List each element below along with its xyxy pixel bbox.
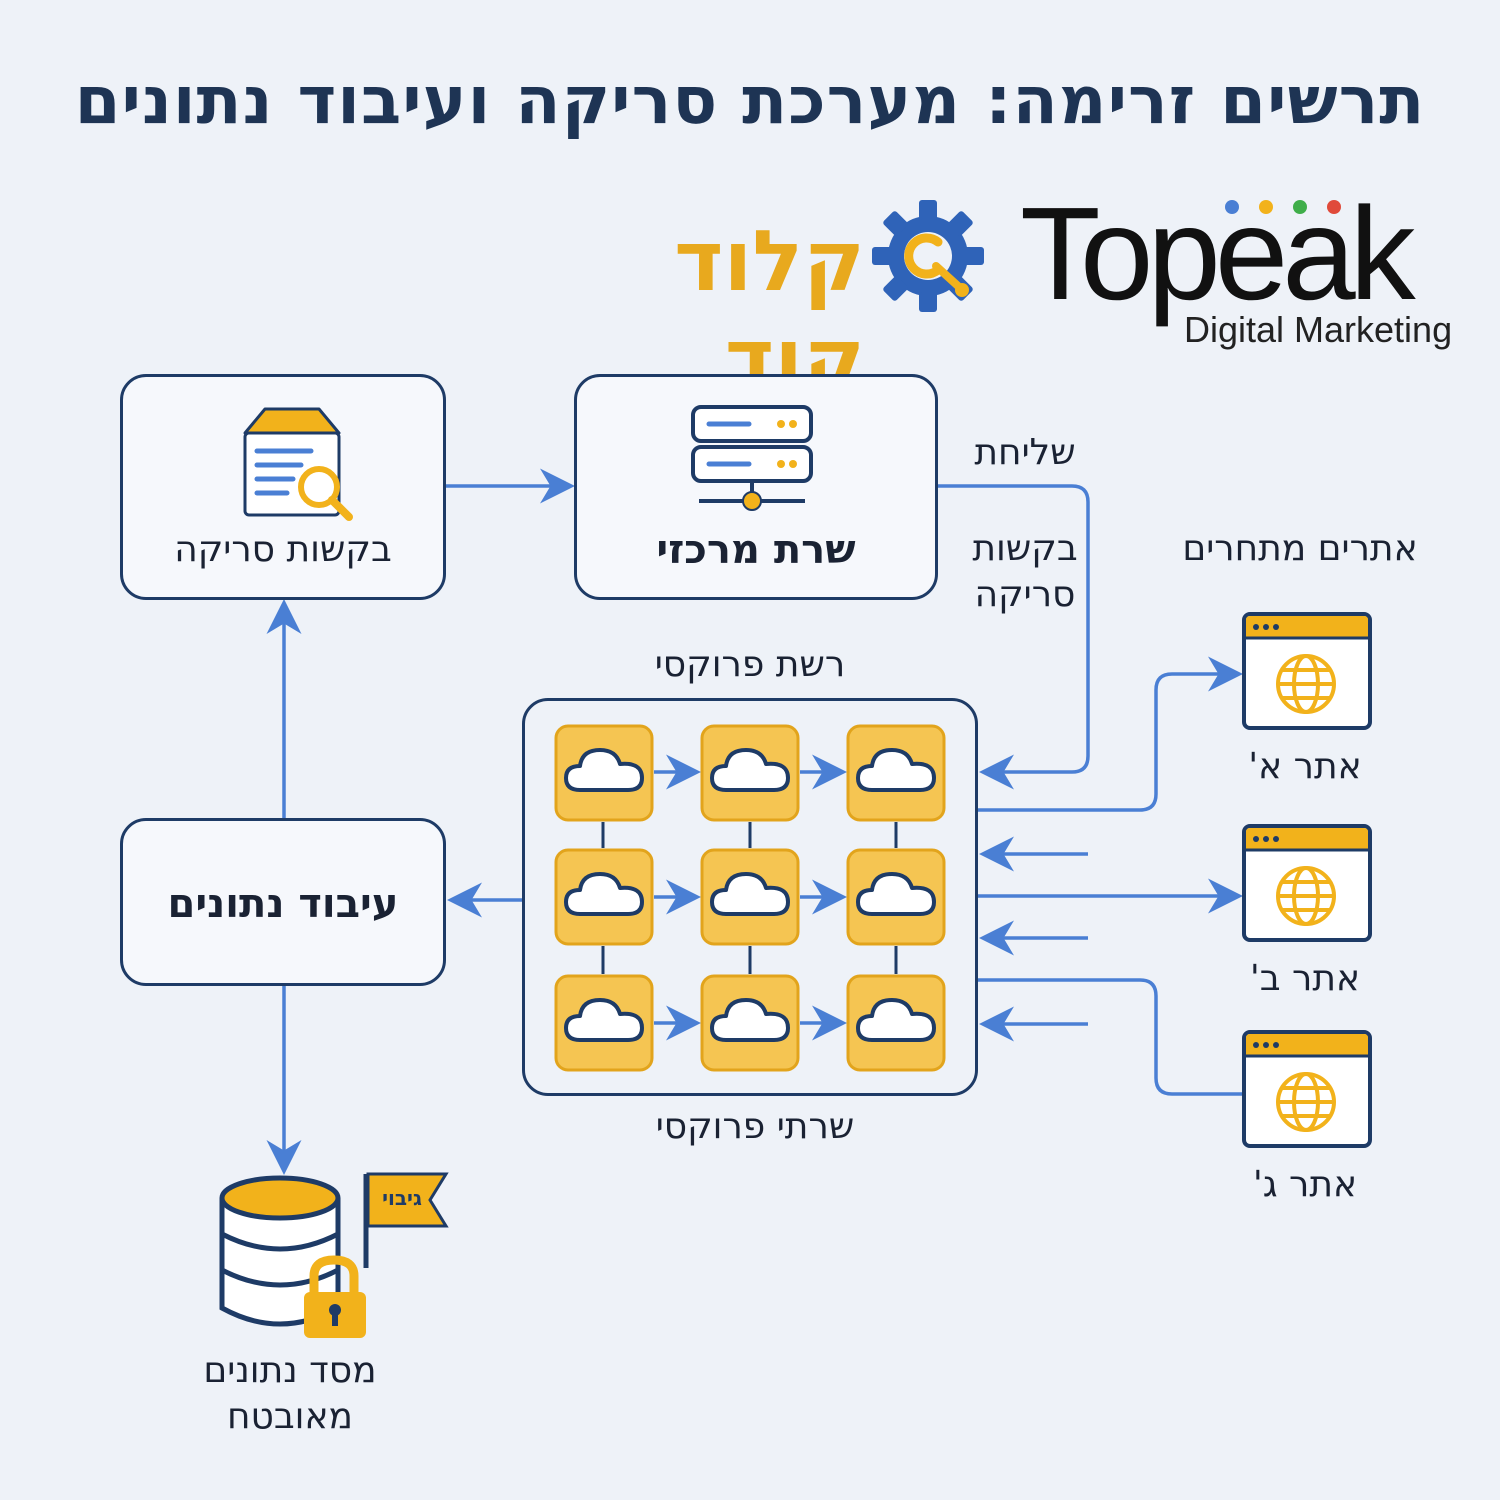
scan-requests-label: בקשות סריקה — [174, 529, 392, 570]
server-icon — [691, 405, 813, 511]
proxy-node-cloud-icon — [700, 724, 800, 822]
proxy-servers-label: שרתי פרוקסי — [655, 1106, 855, 1147]
data-processing-box: עיבוד נתונים — [120, 818, 446, 986]
competitor-sites-heading: אתרים מתחרים — [1182, 528, 1418, 569]
site-label: אתר ב' — [1249, 958, 1361, 999]
proxy-node-cloud-icon — [554, 848, 654, 946]
secure-db-label: מסד נתונים מאובטח — [203, 1350, 377, 1437]
browser-globe-icon — [1242, 824, 1372, 942]
page-title: תרשים זרימה: מערכת סריקה ועיבוד נתונים — [74, 62, 1426, 139]
site-label: אתר א' — [1248, 746, 1362, 787]
topeak-logo-subtitle: Digital Marketing — [1184, 309, 1453, 350]
proxy-network-box — [522, 698, 978, 1096]
proxy-node-cloud-icon — [554, 724, 654, 822]
browser-globe-icon — [1242, 1030, 1372, 1148]
proxy-node-cloud-icon — [846, 724, 946, 822]
gear-icon — [872, 200, 984, 312]
scan-requests-edge-label-line1: בקשות — [972, 528, 1078, 569]
proxy-node-cloud-icon — [846, 848, 946, 946]
data-processing-label: עיבוד נתונים — [167, 881, 399, 927]
scan-requests-box: בקשות סריקה — [120, 374, 446, 600]
central-server-label: שרת מרכזי — [656, 527, 856, 573]
proxy-network-label: רשת פרוקסי — [654, 644, 846, 685]
browser-globe-icon — [1242, 612, 1372, 730]
backup-flag-label: גיבוי — [382, 1186, 422, 1210]
proxy-node-cloud-icon — [554, 974, 654, 1072]
proxy-node-cloud-icon — [700, 974, 800, 1072]
scan-requests-edge-label-line2: סריקה — [974, 574, 1076, 615]
proxy-node-cloud-icon — [700, 848, 800, 946]
central-server-box: שרת מרכזי — [574, 374, 938, 600]
topeak-logo-word: Topeak — [1020, 180, 1416, 327]
topeak-color-dots — [1225, 200, 1341, 214]
document-search-icon — [243, 407, 353, 521]
site-label: אתר ג' — [1252, 1164, 1358, 1205]
database-lock-icon — [219, 1172, 449, 1338]
send-label: שליחת — [974, 432, 1076, 473]
proxy-node-cloud-icon — [846, 974, 946, 1072]
flag-icon — [366, 1172, 449, 1228]
